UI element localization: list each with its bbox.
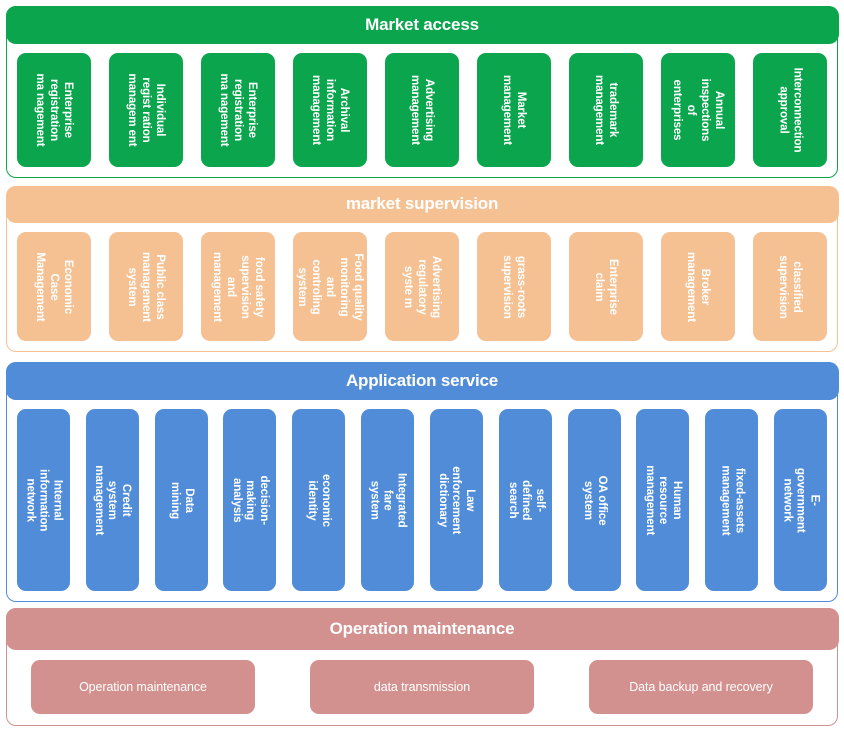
layer-market-access-header: Market access — [5, 5, 839, 44]
tile-archival-information-management[interactable]: Archival information management — [293, 53, 367, 167]
layer-market-access-title: Market access — [365, 14, 479, 34]
tile-label: decision-making analysis — [231, 475, 271, 525]
tile-decision-making-analysis[interactable]: decision-making analysis — [223, 409, 277, 591]
layer-application-service: Application service Internal information… — [5, 361, 839, 603]
tile-label: E-government network — [781, 467, 821, 533]
layer-application-service-items: Internal information network Credit syst… — [7, 401, 837, 603]
tile-label: food safety supervision and management — [211, 251, 265, 322]
tile-label: Human resource management — [644, 465, 684, 535]
layer-operation-maintenance-items: Operation maintenance data transmission … — [7, 651, 837, 727]
tile-enterprise-registration-management-1[interactable]: Enterprise registration ma nagement — [17, 53, 91, 167]
tile-label: Operation maintenance — [79, 680, 207, 694]
tile-label: economic identity — [306, 473, 333, 527]
layer-market-supervision-items: Economic Case Management Public class ma… — [7, 224, 837, 353]
layer-market-access-items: Enterprise registration ma nagement Indi… — [7, 45, 837, 179]
tile-label: data transmission — [373, 680, 471, 694]
tile-economic-case-management[interactable]: Economic Case Management — [17, 232, 91, 341]
tile-data-mining[interactable]: Data mining — [154, 409, 208, 591]
tile-broker-management[interactable]: Broker management — [661, 232, 735, 341]
tile-market-management[interactable]: Market management — [477, 53, 551, 167]
tile-oa-office-system[interactable]: OA office system — [567, 409, 621, 591]
tile-public-class-management-system[interactable]: Public class management system — [109, 232, 183, 341]
tile-internal-information-network[interactable]: Internal information network — [17, 409, 70, 591]
tile-label: Data mining — [169, 481, 195, 519]
layer-market-access: Market access Enterprise registration ma… — [5, 5, 839, 179]
tile-label: Credit system management — [93, 465, 133, 535]
layer-market-supervision-title: market supervision — [345, 194, 499, 213]
tile-trademark-management[interactable]: trademark management — [569, 53, 643, 167]
tile-label: self-defined search — [506, 479, 546, 521]
tile-label: Advertising management — [409, 75, 435, 145]
tile-law-enforcement-dictionary[interactable]: Law enforcement dictionary — [429, 409, 483, 591]
tile-label: Internal information network — [24, 468, 64, 532]
tile-human-resource-management[interactable]: Human resource management — [636, 409, 690, 591]
layer-market-supervision-header: market supervision — [5, 185, 839, 223]
tile-label: Data backup and recovery — [629, 680, 773, 694]
layer-application-service-header: Application service — [5, 361, 839, 400]
tile-label: Advertising regulatory syste m — [402, 255, 442, 318]
tile-label: OA office system — [582, 475, 608, 525]
tile-label: Integrated fare system — [368, 472, 408, 528]
tile-label: Law enforcement dictionary — [437, 466, 477, 534]
tile-enterprise-claim[interactable]: Enterprise claim — [569, 232, 643, 341]
tile-label: classified supervision — [777, 254, 803, 319]
layer-operation-maintenance: Operation maintenance Operation maintena… — [5, 607, 839, 727]
tile-label: Market management — [501, 75, 527, 145]
tile-grass-roots-supervision[interactable]: grass-roots supervision — [477, 232, 551, 341]
tile-food-safety-supervision-and-management[interactable]: food safety supervision and management — [201, 232, 275, 341]
tile-label: Enterprise registration ma nagement — [34, 73, 74, 147]
layer-market-supervision: market supervision Economic Case Managem… — [5, 185, 839, 353]
tile-label: Broker management — [685, 251, 711, 322]
tile-label: Economic Case Management — [34, 251, 74, 322]
tile-annual-inspections-of-enterprises[interactable]: Annual inspections of enterprises — [661, 53, 735, 167]
tile-label: Enterprise claim — [593, 258, 619, 315]
tile-food-quality-monitoring-and-controling-system[interactable]: Food quality monitoring and controling s… — [293, 232, 367, 341]
tile-interconnection-approval[interactable]: Interconnection approval — [753, 53, 827, 167]
tile-credit-system-management[interactable]: Credit system management — [85, 409, 139, 591]
tile-advertising-management[interactable]: Advertising management — [385, 53, 459, 167]
layer-operation-maintenance-title: Operation maintenance — [329, 618, 515, 638]
tile-e-government-network[interactable]: E-government network — [773, 409, 827, 591]
tile-label: Enterprise registration ma nagement — [218, 73, 258, 147]
tile-label: Public class management system — [126, 251, 166, 322]
tile-label: Archival information management — [310, 75, 350, 145]
tile-individual-registration-management[interactable]: Individual regist ration managem ent — [109, 53, 183, 167]
tile-data-transmission[interactable]: data transmission — [310, 660, 534, 714]
tile-label: Food quality monitoring and controling s… — [296, 252, 364, 321]
tile-advertising-regulatory-system[interactable]: Advertising regulatory syste m — [385, 232, 459, 341]
tile-enterprise-registration-management-2[interactable]: Enterprise registration ma nagement — [201, 53, 275, 167]
tile-integrated-fare-system[interactable]: Integrated fare system — [361, 409, 415, 591]
tile-label: fixed-assets management — [719, 465, 746, 535]
tile-label: Annual inspections of enterprises — [671, 78, 725, 142]
tile-self-defined-search[interactable]: self-defined search — [498, 409, 552, 591]
tile-classified-supervision[interactable]: classified supervision — [753, 232, 827, 341]
tile-label: Individual regist ration managem ent — [126, 73, 166, 147]
tile-data-backup-and-recovery[interactable]: Data backup and recovery — [589, 660, 813, 714]
tile-fixed-assets-management[interactable]: fixed-assets management — [705, 409, 759, 591]
tile-label: trademark management — [593, 75, 619, 145]
tile-label: Interconnection approval — [777, 67, 804, 153]
tile-economic-identity[interactable]: economic identity — [292, 409, 346, 591]
layer-application-service-title: Application service — [345, 370, 499, 390]
tile-operation-maintenance[interactable]: Operation maintenance — [31, 660, 255, 714]
tile-label: grass-roots supervision — [501, 254, 527, 319]
layer-operation-maintenance-header: Operation maintenance — [5, 607, 839, 650]
